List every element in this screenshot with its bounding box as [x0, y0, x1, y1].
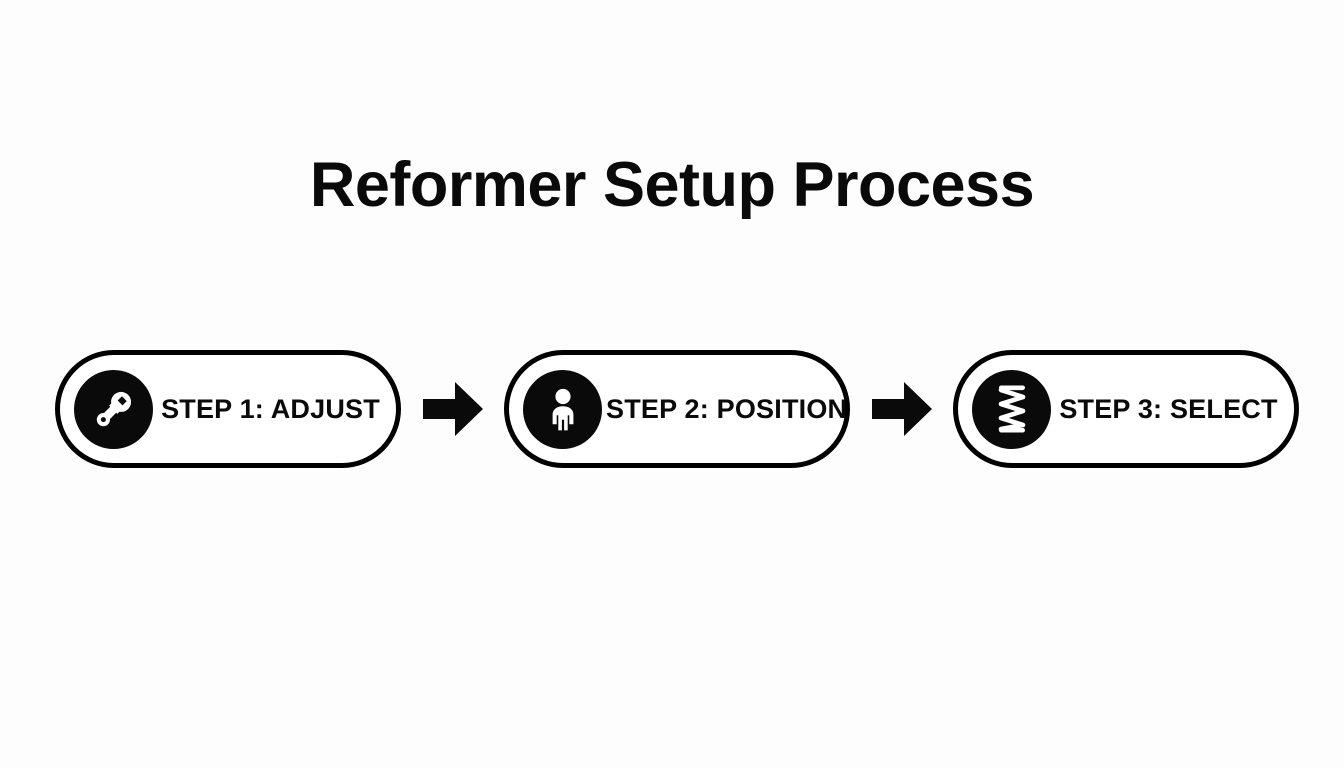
step-3-badge: [972, 369, 1051, 449]
person-icon: [540, 386, 586, 432]
step-pill-2[interactable]: STEP 2: POSITION: [504, 350, 850, 468]
connector-arrow-1: [420, 378, 486, 440]
wrench-icon: [90, 385, 138, 433]
arrow-right-icon: [870, 379, 934, 439]
step-pill-3[interactable]: STEP 3: SELECT: [953, 350, 1299, 468]
spring-coil-icon: [988, 383, 1036, 435]
process-flow: STEP 1: ADJUST: [55, 350, 1299, 468]
step-1-badge: [74, 369, 153, 449]
step-2-badge: [523, 369, 602, 449]
page-title: Reformer Setup Process: [309, 150, 1035, 220]
arrow-right-icon: [421, 379, 485, 439]
step-2-label: STEP 2: POSITION: [606, 393, 848, 424]
connector-arrow-2: [869, 378, 935, 440]
step-pill-1[interactable]: STEP 1: ADJUST: [55, 350, 401, 468]
step-1-label: STEP 1: ADJUST: [161, 393, 380, 424]
step-3-label: STEP 3: SELECT: [1059, 393, 1278, 424]
